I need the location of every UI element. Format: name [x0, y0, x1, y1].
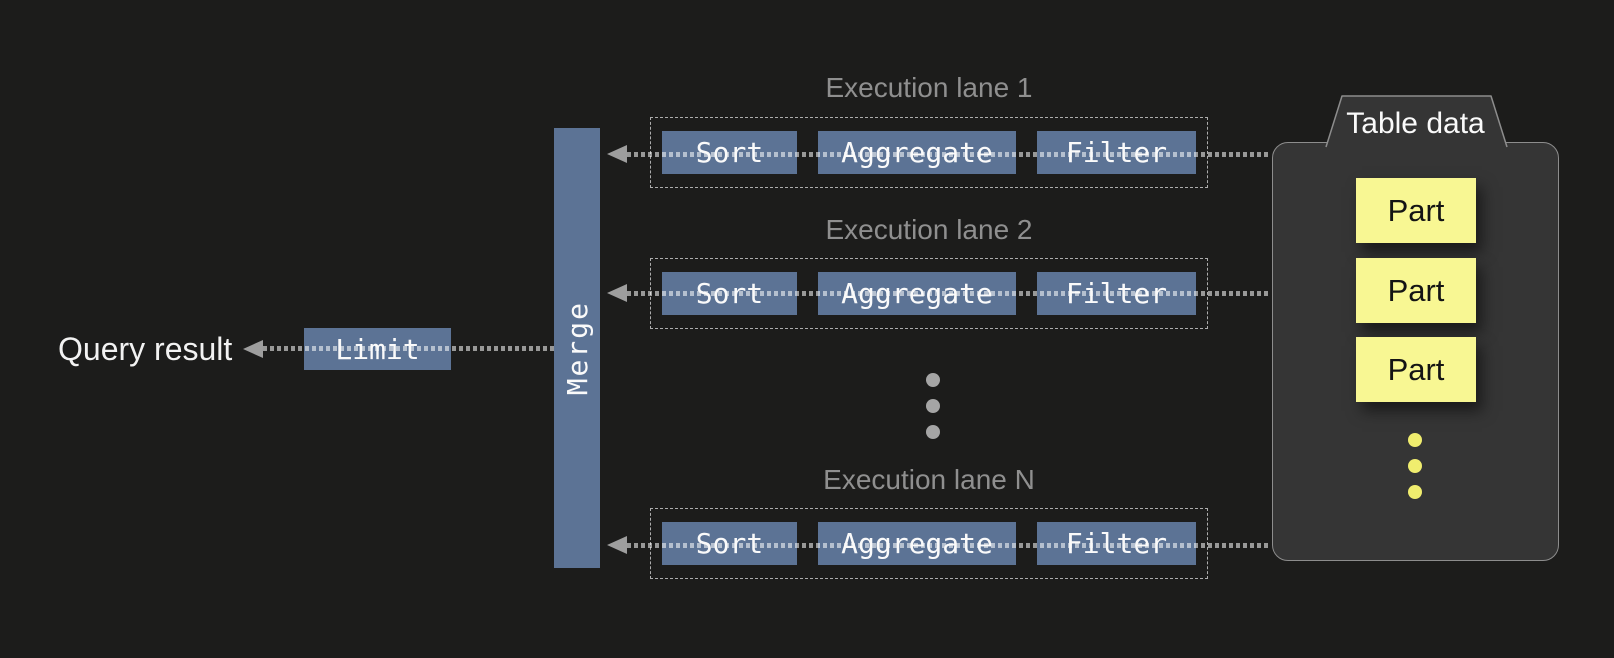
lanes-ellipsis-dot — [926, 425, 940, 439]
lane-n-aggregate-node: Aggregate — [818, 522, 1016, 565]
table-data-tab-shape — [1325, 95, 1508, 148]
part-label: Part — [1387, 351, 1445, 387]
lane-1-title: Execution lane 1 — [825, 72, 1033, 103]
lane-2-box: Sort Aggregate Filter — [650, 258, 1208, 329]
arrowhead-to-query-result-icon — [243, 340, 263, 358]
sort-label: Sort — [695, 277, 764, 310]
lane-n-box: Sort Aggregate Filter — [650, 508, 1208, 579]
aggregate-label: Aggregate — [841, 136, 993, 169]
parts-ellipsis-dot — [1408, 433, 1422, 447]
filter-label: Filter — [1065, 527, 1168, 560]
merge-node: Merge — [554, 128, 600, 568]
dotted-line-merge-to-query-result — [263, 346, 555, 351]
lane-2-title: Execution lane 2 — [825, 214, 1033, 245]
arrowhead-lane-2-to-merge-icon — [607, 284, 627, 302]
part-label: Part — [1387, 192, 1445, 228]
lane-1-box: Sort Aggregate Filter — [650, 117, 1208, 188]
sort-label: Sort — [695, 136, 764, 169]
part-node: Part — [1356, 178, 1476, 243]
lane-2-aggregate-node: Aggregate — [818, 272, 1016, 315]
table-data-title: Table data — [1346, 107, 1485, 140]
aggregate-label: Aggregate — [841, 277, 993, 310]
limit-label: Limit — [335, 332, 420, 366]
part-label: Part — [1387, 272, 1445, 308]
arrowhead-lane-1-to-merge-icon — [607, 145, 627, 163]
part-node: Part — [1356, 258, 1476, 323]
aggregate-label: Aggregate — [841, 527, 993, 560]
dotted-line-lane-n — [627, 543, 1270, 548]
query-result-label: Query result — [58, 331, 233, 367]
dotted-line-lane-1 — [627, 152, 1270, 157]
filter-label: Filter — [1065, 277, 1168, 310]
parts-ellipsis-dot — [1408, 459, 1422, 473]
lane-1-aggregate-node: Aggregate — [818, 131, 1016, 174]
part-node: Part — [1356, 337, 1476, 402]
sort-label: Sort — [695, 527, 764, 560]
dotted-line-lane-2 — [627, 291, 1270, 296]
merge-label: Merge — [560, 300, 594, 396]
lane-n-title: Execution lane N — [823, 464, 1035, 495]
arrowhead-lane-n-to-merge-icon — [607, 536, 627, 554]
filter-label: Filter — [1065, 136, 1168, 169]
lanes-ellipsis-dot — [926, 373, 940, 387]
lanes-ellipsis-dot — [926, 399, 940, 413]
parts-ellipsis-dot — [1408, 485, 1422, 499]
